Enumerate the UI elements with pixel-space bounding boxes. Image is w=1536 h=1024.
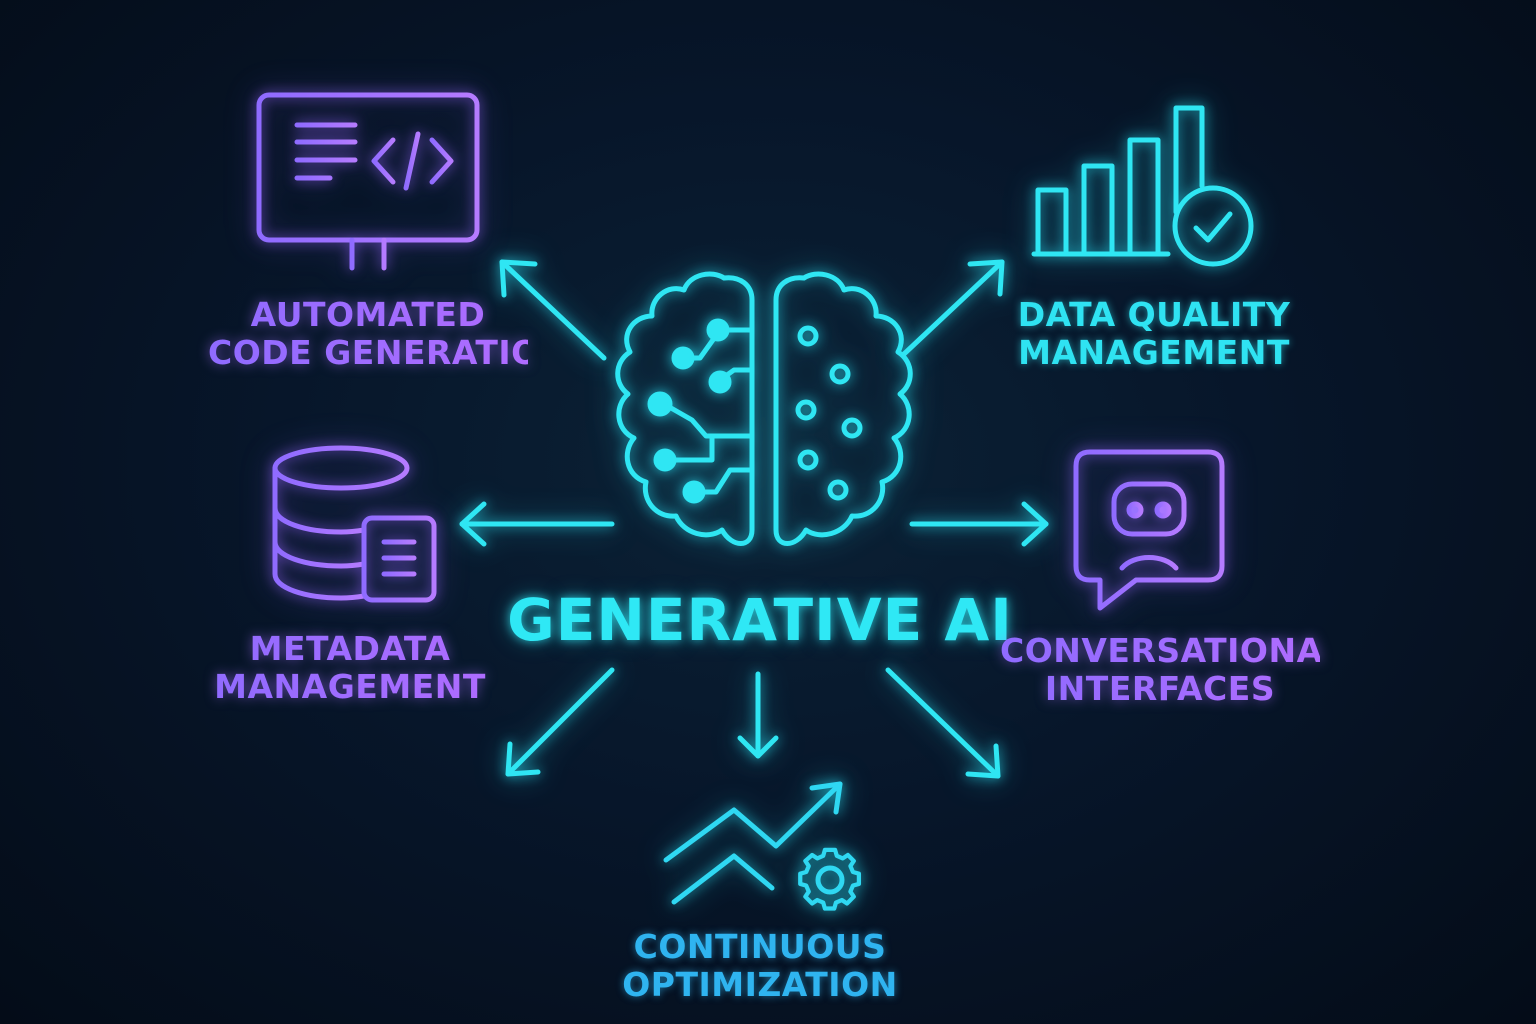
- node-data-quality-management-label: DATA QUALITY MANAGEMENT: [1004, 296, 1304, 372]
- label-line-2: MANAGEMENT: [1018, 333, 1290, 372]
- trend-gear-icon: [663, 781, 862, 911]
- label-line-1: METADATA: [249, 629, 451, 668]
- arrow-down-left: [505, 667, 615, 777]
- label-line-1: DATA QUALITY: [1017, 295, 1291, 334]
- arrow-to-optimization: [737, 671, 779, 759]
- center-title: GENERATIVE AI: [507, 586, 1013, 654]
- bar-chart-check-icon: [1031, 105, 1254, 267]
- label-line-2: CODE GENERATION: [208, 333, 568, 372]
- label-line-2: MANAGEMENT: [214, 667, 486, 706]
- arrows: [459, 259, 1049, 779]
- arrow-down-right: [885, 667, 1001, 779]
- node-continuous-optimization-label: CONTINUOUS OPTIMIZATION: [600, 928, 920, 1004]
- chat-bot-icon: [1073, 449, 1225, 611]
- brain-icon: [615, 271, 913, 546]
- label-line-1: CONTINUOUS: [633, 927, 887, 966]
- database-document-icon: [272, 445, 437, 603]
- node-automated-code-generation-label: AUTOMATED CODE GENERATION: [208, 296, 528, 372]
- label-line-2: INTERFACES: [1044, 669, 1276, 708]
- label-line-1: AUTOMATED: [250, 295, 486, 334]
- node-metadata-management-label: METADATA MANAGEMENT: [200, 630, 500, 706]
- arrow-to-code-generation: [499, 259, 607, 361]
- arrow-to-conversational: [909, 501, 1049, 547]
- monitor-code-icon: [256, 92, 480, 271]
- label-line-2: OPTIMIZATION: [622, 965, 898, 1004]
- arrow-to-metadata: [459, 501, 615, 547]
- label-line-1: CONVERSATIONAL: [1000, 631, 1345, 670]
- arrow-to-data-quality: [901, 259, 1005, 357]
- node-conversational-interfaces-label: CONVERSATIONAL INTERFACES: [1000, 632, 1320, 708]
